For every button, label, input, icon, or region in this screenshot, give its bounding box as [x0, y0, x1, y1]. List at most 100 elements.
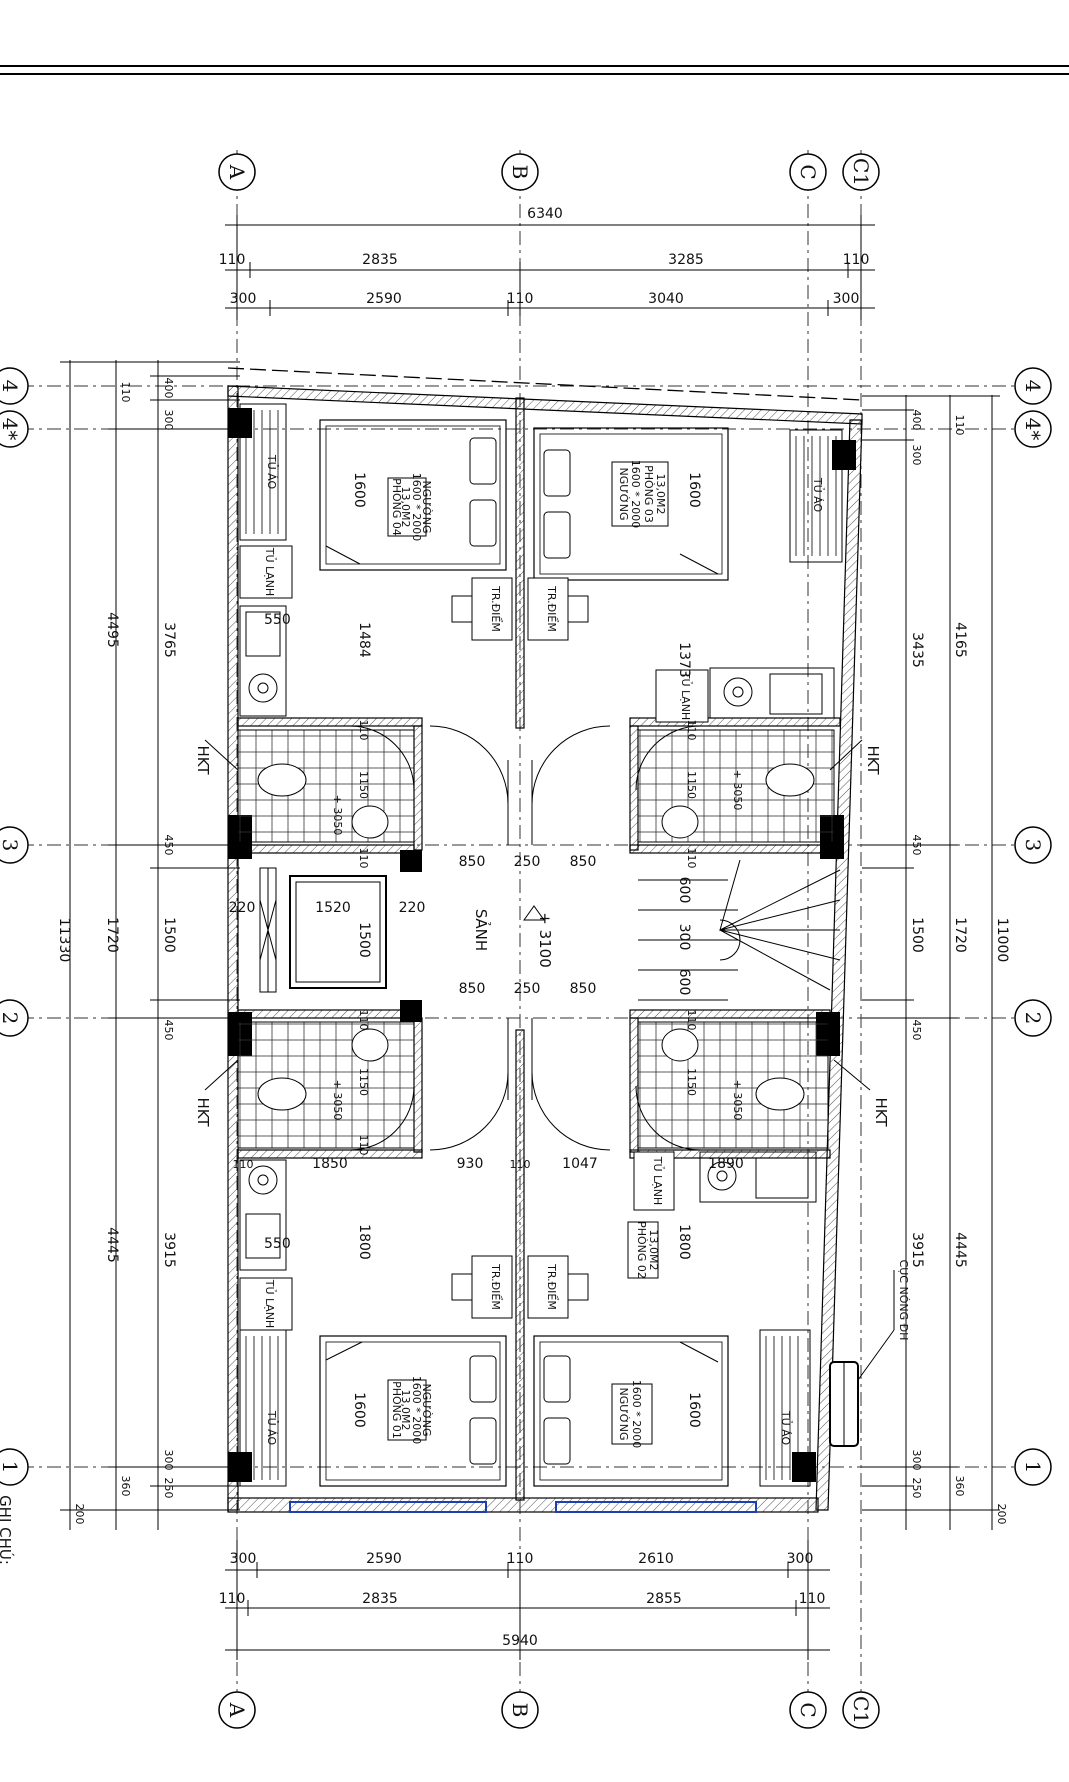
dim-top-l3-3: 3040: [648, 291, 684, 307]
fridge-br-label: TỦ LẠNH: [651, 1156, 665, 1205]
svg-text:220: 220: [399, 900, 426, 916]
svg-text:1890: 1890: [708, 1156, 744, 1172]
svg-text:1800: 1800: [356, 1224, 372, 1260]
svg-text:250: 250: [514, 981, 541, 997]
room03-dim: 1600: [686, 472, 702, 508]
dim-right-in-10: 360: [953, 1476, 966, 1497]
wardrobes: TỦ ÁO TỦ ÁO TỦ ÁO TỦ ÁO: [239, 403, 843, 1487]
axis-row-right: 4 4* 3 2 1: [1014, 367, 1052, 1486]
svg-text:2: 2: [0, 1012, 22, 1025]
axis-col-B-bottom: B: [501, 1691, 539, 1729]
dim-left-in-0: 110: [119, 382, 132, 403]
svg-text:110: 110: [357, 1010, 370, 1031]
kitchenettes: [239, 605, 835, 1271]
axis-col-A-top: A: [218, 153, 256, 191]
svg-text:1150: 1150: [357, 771, 370, 799]
dim-right-in-7: 3915: [909, 1232, 925, 1268]
dim-right-in-2: 300: [910, 445, 923, 466]
dim-right-in-11: 200: [995, 1504, 1008, 1525]
room01-dim: 1600: [351, 1392, 367, 1428]
ac-label: CỤC NÓNG ĐH: [897, 1260, 910, 1341]
room04-bed-label: NGƯỜNG: [420, 481, 433, 534]
room02-bed-label: NGƯỜNG: [617, 1388, 630, 1441]
wc-level-br: + 3050: [731, 1080, 744, 1121]
desks: [451, 577, 589, 1319]
wardrobe-tl-label: TỦ ÁO: [265, 454, 279, 490]
svg-text:A: A: [225, 1702, 249, 1718]
wardrobe-br-label: TỦ ÁO: [779, 1410, 793, 1446]
room03-bed-label: NGƯỜNG: [617, 468, 630, 521]
left-dimensions: [60, 360, 240, 1530]
room-04: NGƯỜNG 1600 * 2000 13,0M2 PHÒNG 04 1600: [319, 419, 507, 571]
svg-text:550: 550: [264, 1236, 291, 1252]
svg-text:110: 110: [357, 720, 370, 741]
room03-bed: 1600 * 2000: [629, 460, 642, 528]
bathrooms: [237, 729, 835, 1149]
axis-col-C-bottom: C: [789, 1691, 827, 1729]
dim-top-l3-2: 110: [507, 291, 534, 307]
room-01: NGƯỜNG 1600 * 2000 13,0M2 PHÒNG 01 1600: [319, 1335, 507, 1487]
svg-text:C: C: [796, 164, 820, 179]
dim-left-in-3: 3765: [161, 622, 177, 658]
svg-text:1: 1: [1021, 1461, 1045, 1474]
room02-bed: 1600 * 2000: [630, 1380, 643, 1448]
dim-top-l2-3: 110: [843, 252, 870, 268]
room02-dim: 1600: [686, 1392, 702, 1428]
dim-left-mid-0: 4495: [104, 612, 120, 648]
axis-col-C-top: C: [789, 153, 827, 191]
svg-text:250: 250: [514, 854, 541, 870]
svg-text:1800: 1800: [676, 1224, 692, 1260]
room01-bed: 1600 * 2000: [410, 1376, 423, 1444]
dim-left-in-4: 450: [162, 835, 175, 856]
axis-col-B-top: B: [501, 153, 539, 191]
fridges: [239, 545, 709, 1331]
dim-bot-l1-3: 2610: [638, 1551, 674, 1567]
svg-text:600: 600: [676, 969, 692, 996]
desk-3-label: TR.ĐIỂM: [489, 1263, 503, 1310]
svg-text:1047: 1047: [562, 1156, 598, 1172]
svg-text:1150: 1150: [357, 1068, 370, 1096]
svg-text:110: 110: [510, 1158, 531, 1171]
svg-text:B: B: [508, 1703, 532, 1718]
fridge-bl-label: TỦ LẠNH: [263, 1279, 277, 1328]
lobby-label: SẢNH: [472, 909, 492, 951]
svg-text:1500: 1500: [356, 922, 372, 958]
svg-text:1150: 1150: [685, 1068, 698, 1096]
room-02: NGƯỜNG 1600 * 2000 1600 PHÒNG 02 13,0M2: [533, 1221, 729, 1487]
dim-bot-l1-1: 2590: [366, 1551, 402, 1567]
dim-bot-l1-2: 110: [507, 1551, 534, 1567]
outer-walls: [227, 385, 863, 1513]
wc-level-tl: + 3050: [331, 795, 344, 836]
svg-text:300: 300: [676, 924, 692, 951]
svg-text:A: A: [225, 164, 249, 180]
doors: [349, 725, 701, 1151]
svg-text:110: 110: [685, 848, 698, 869]
dim-left-in-8: 300: [162, 1450, 175, 1471]
dim-left-mid-2: 4445: [104, 1227, 120, 1263]
dim-left-in-10: 360: [119, 1476, 132, 1497]
lift-shaft: [259, 867, 387, 993]
svg-text:110: 110: [233, 1158, 254, 1171]
dim-left-in-6: 450: [162, 1020, 175, 1041]
svg-text:1373: 1373: [676, 642, 692, 678]
svg-text:4*: 4*: [1021, 418, 1045, 441]
room04-dim: 1600: [351, 472, 367, 508]
dim-left-total: 11330: [56, 918, 72, 963]
svg-text:B: B: [508, 165, 532, 180]
staircase: [638, 859, 841, 1001]
right-dimensions: [862, 395, 1000, 1530]
svg-text:930: 930: [457, 1156, 484, 1172]
svg-text:C1: C1: [849, 1696, 873, 1724]
room02-name: PHÒNG 02: [635, 1221, 648, 1279]
room01-bed-label: NGƯỜNG: [420, 1384, 433, 1437]
dim-top-total: 6340: [527, 206, 563, 222]
dim-bot-l2-1: 2835: [362, 1591, 398, 1607]
svg-text:850: 850: [459, 854, 486, 870]
dim-right-in-0: 110: [953, 415, 966, 436]
svg-text:1484: 1484: [356, 622, 372, 658]
room02-area: 13,0M2: [647, 1230, 660, 1271]
dim-top-l2-0: 110: [219, 252, 246, 268]
svg-text:3: 3: [1021, 839, 1045, 852]
svg-text:850: 850: [459, 981, 486, 997]
